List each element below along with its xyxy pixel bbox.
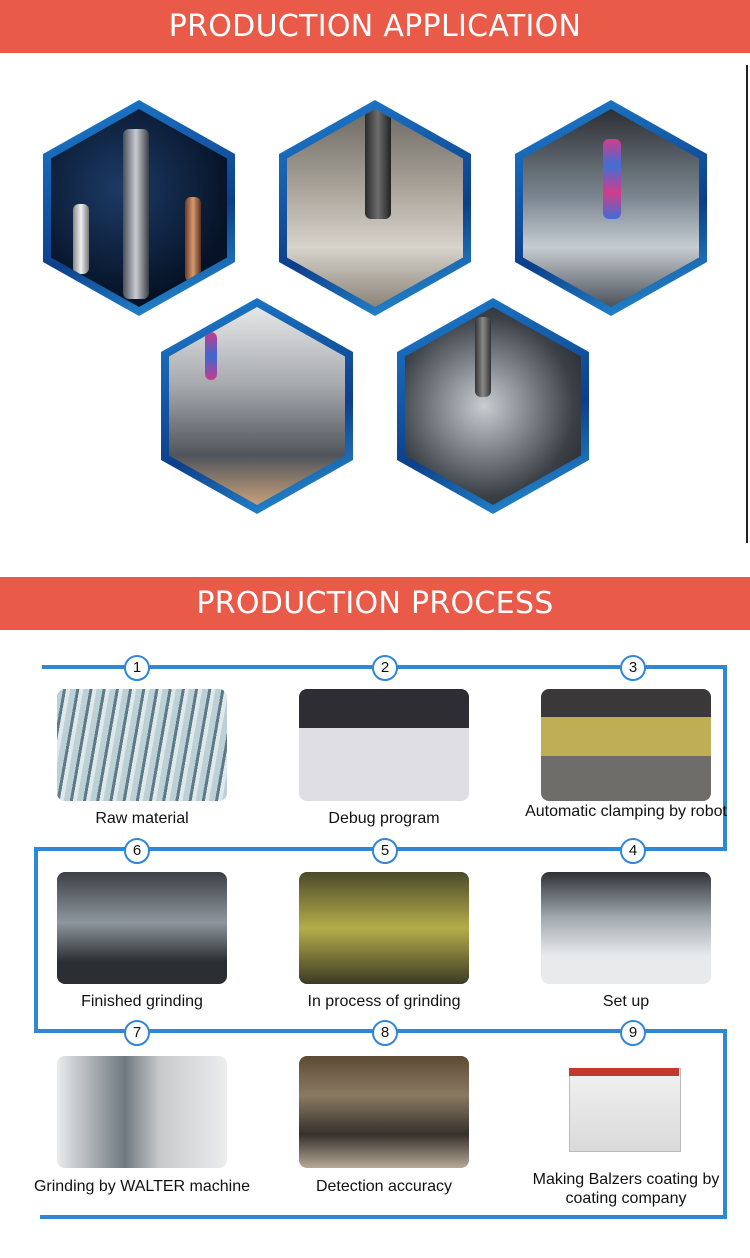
step-label: Automatic clamping by robot xyxy=(525,803,727,820)
step-number: 5 xyxy=(372,838,398,864)
production-application-banner: PRODUCTION APPLICATION xyxy=(0,0,750,53)
step-label: In process of grinding xyxy=(307,993,461,1010)
photo-coating-machine xyxy=(541,1056,711,1168)
step-number: 1 xyxy=(124,655,150,681)
flow-line xyxy=(723,1029,727,1219)
step-label: Making Balzers coating by coating compan… xyxy=(532,1171,720,1207)
step-number: 7 xyxy=(124,1020,150,1046)
hex-image-coolant-spray xyxy=(397,298,589,514)
step-number: 6 xyxy=(124,838,150,864)
hex-image-machine-fixture xyxy=(161,298,353,514)
photo-debug-program xyxy=(299,689,469,801)
photo-set-up xyxy=(541,872,711,984)
photo-walter-machine xyxy=(57,1056,227,1168)
photo-detection-accuracy xyxy=(299,1056,469,1168)
flow-line xyxy=(40,1215,727,1219)
step-label: Raw material xyxy=(95,810,189,827)
step-number: 3 xyxy=(620,655,646,681)
step-label: Detection accuracy xyxy=(315,1178,453,1195)
banner-title: PRODUCTION PROCESS xyxy=(196,586,554,621)
step-number: 4 xyxy=(620,838,646,864)
photo-raw-material xyxy=(57,689,227,801)
step-number: 9 xyxy=(620,1020,646,1046)
banner-title: PRODUCTION APPLICATION xyxy=(168,9,582,44)
production-process-banner: PRODUCTION PROCESS xyxy=(0,577,750,630)
photo-finished-grinding xyxy=(57,872,227,984)
step-number: 8 xyxy=(372,1020,398,1046)
right-edge-line xyxy=(746,65,748,543)
hex-image-drill-chips xyxy=(279,100,471,316)
flow-line xyxy=(34,847,38,1033)
photo-robot-clamping xyxy=(541,689,711,801)
step-label: Finished grinding xyxy=(81,993,203,1010)
photo-grinding-process xyxy=(299,872,469,984)
hex-image-end-mills xyxy=(43,100,235,316)
flow-line xyxy=(723,665,727,851)
step-number: 2 xyxy=(372,655,398,681)
step-label: Set up xyxy=(602,993,650,1010)
step-label: Debug program xyxy=(328,810,440,827)
hex-image-milling-cutter xyxy=(515,100,707,316)
step-label: Grinding by WALTER machine xyxy=(33,1178,251,1195)
